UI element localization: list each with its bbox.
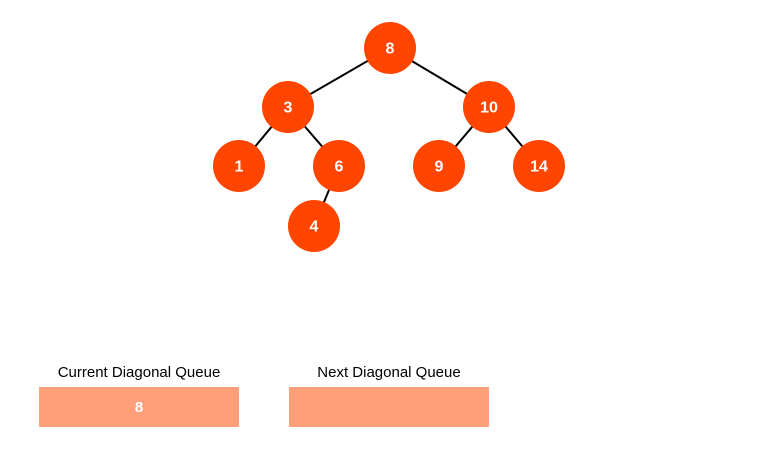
tree-node-value-4: 4 (310, 219, 319, 236)
next-queue-label: Next Diagonal Queue (317, 364, 461, 381)
tree-node-circle-6 (313, 140, 365, 192)
tree-node-1: 1 (213, 140, 265, 192)
tree-node-value-8: 8 (386, 41, 395, 58)
tree-node-14: 14 (513, 140, 565, 192)
tree-node-circle-14 (513, 140, 565, 192)
tree-node-circle-9 (413, 140, 465, 192)
binary-tree-diagram: 8 3 10 1 6 9 14 4 (213, 22, 565, 252)
tree-node-value-1: 1 (235, 159, 244, 176)
tree-node-value-14: 14 (530, 159, 548, 176)
tree-node-value-6: 6 (335, 159, 344, 176)
tree-node-10: 10 (463, 81, 515, 133)
tree-node-circle-8 (364, 22, 416, 74)
tree-node-value-10: 10 (480, 100, 498, 117)
next-queue-box (289, 387, 489, 427)
tree-node-circle-1 (213, 140, 265, 192)
tree-node-3: 3 (262, 81, 314, 133)
tree-node-9: 9 (413, 140, 465, 192)
queue-item: 8 (134, 398, 144, 416)
current-diagonal-queue: Current Diagonal Queue 8 (39, 364, 239, 427)
current-queue-box: 8 (39, 387, 239, 427)
tree-node-circle-3 (262, 81, 314, 133)
tree-node-value-3: 3 (284, 100, 293, 117)
next-diagonal-queue: Next Diagonal Queue (289, 364, 489, 427)
tree-node-8: 8 (364, 22, 416, 74)
tree-node-circle-4 (288, 200, 340, 252)
tree-node-circle-10 (463, 81, 515, 133)
tree-node-value-9: 9 (435, 159, 444, 176)
current-queue-label: Current Diagonal Queue (57, 364, 221, 381)
tree-node-6: 6 (313, 140, 365, 192)
tree-node-4: 4 (288, 200, 340, 252)
